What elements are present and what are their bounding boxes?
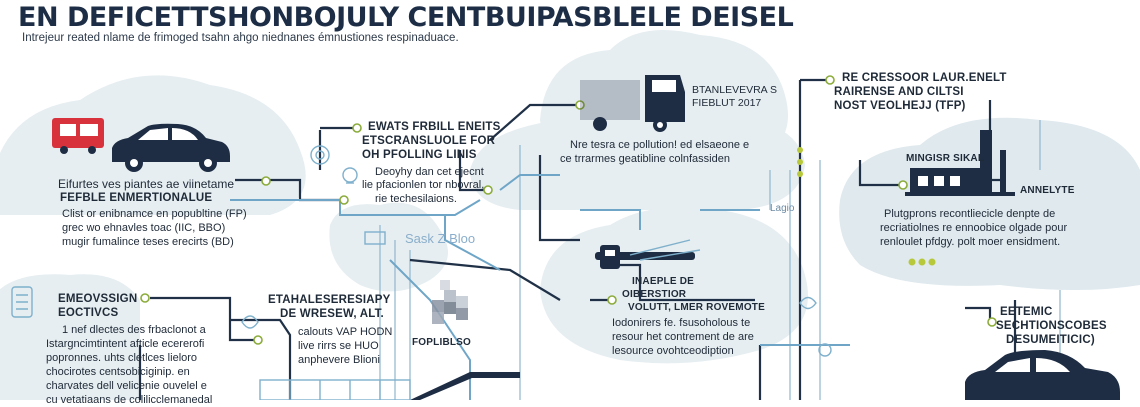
car-left-line: Clist or enibnamce en popubltine (FP) bbox=[62, 208, 247, 220]
left-bottom-line: chocirotes centsobiciginip. en bbox=[46, 366, 190, 378]
background-clouds bbox=[0, 30, 1140, 400]
left-bottom-line: cu vetatiaans de colilicclemanedal bbox=[46, 394, 213, 406]
factory-label: MINGISR SIKAL bbox=[906, 153, 985, 164]
left-bottom-line: Istargncimtintent afticle ecererofi bbox=[46, 338, 205, 350]
factory-icon bbox=[905, 130, 1015, 196]
car-icon bbox=[965, 350, 1120, 400]
oberstor-line: Iodonirers fe. fsusoholous te bbox=[612, 317, 751, 329]
connector-dots bbox=[140, 75, 997, 345]
left-bottom-line: charvates dell velicenie ouvelel e bbox=[46, 380, 207, 392]
effects-line: rie techesilaions. bbox=[375, 193, 457, 205]
left-bottom-heading: EOCTIVCS bbox=[58, 307, 119, 319]
right-bottom-heading: SECHTIONSCOBES bbox=[996, 320, 1107, 332]
center-bottom-line: anphevere Blioni bbox=[298, 354, 380, 366]
tag-label: Lagio bbox=[770, 203, 795, 214]
car-left-subheading: FEFBLE ENMERTIONALUE bbox=[60, 192, 213, 204]
right-bottom-heading: DESUMEITICIC) bbox=[1006, 334, 1095, 346]
car-icon bbox=[112, 123, 230, 172]
truck-icon bbox=[52, 118, 104, 154]
car-left-heading: Eifurtes ves piantes ae viinetame bbox=[58, 177, 235, 191]
effects-heading: EWATS FRBILL ENEITS bbox=[368, 121, 501, 133]
center-bottom-line: live rirrs se HUO bbox=[298, 340, 379, 352]
truck-icon bbox=[580, 75, 685, 132]
pollution-line: ce trrarmes geatibline colnfassiden bbox=[560, 153, 730, 165]
sensor-icon bbox=[11, 231, 386, 318]
effects-line: Deoyhy dan cet ejecnt bbox=[375, 166, 484, 178]
gear-icon bbox=[310, 145, 330, 165]
center-bottom-heading: ETAHALESERESIAPY bbox=[268, 294, 391, 306]
oberstor-line: resour het contrement de are bbox=[612, 331, 754, 343]
pollution-line: Nre tesra ce pollution! ed elsaeone e bbox=[570, 139, 750, 151]
map-graphic bbox=[432, 280, 468, 324]
sask-label: Sask Z Bloo bbox=[405, 231, 476, 246]
effects-heading: OH PFOLLING LINIS bbox=[362, 149, 477, 161]
sensor-heading: RAIRENSE AND CILTSI bbox=[834, 86, 964, 98]
page-subtitle: Intrejeur reated nlame de frimoged tsahn… bbox=[22, 32, 459, 44]
left-bottom-line: popronnes. uhts cletlces lieloro bbox=[46, 352, 198, 364]
sensor-icon bbox=[595, 239, 701, 269]
oberstor-heading: VOLUTT, LMER ROVEMOTE bbox=[628, 302, 765, 313]
factory-label: ANNELYTE bbox=[1020, 185, 1075, 196]
effects-line: lie pfacionlen tor nbovral, bbox=[362, 179, 485, 191]
oberstor-heading: OIBERSTIOR bbox=[622, 289, 687, 300]
flow-lines bbox=[230, 174, 850, 400]
truck-label: BTANLEVEVRA S bbox=[692, 84, 778, 96]
left-bottom-line: 1 nef dlectes des frbaclonot a bbox=[62, 324, 206, 336]
car-left-line: grec wo ehnavles toac (IIC, BBO) bbox=[62, 222, 226, 234]
factory-line: renloulet pfdgy. polt moer ensidment. bbox=[880, 236, 1061, 248]
center-bottom-badge: FOPLIBLSO bbox=[412, 337, 472, 348]
sensor-heading: NOST VEOLHEJJ (TFP) bbox=[834, 100, 966, 112]
factory-line: Plutgprons recontliecicle denpte de bbox=[884, 208, 1056, 220]
conveyor-graphic bbox=[259, 372, 520, 400]
background-network bbox=[379, 120, 1061, 400]
effects-heading: ETSCRANSLUOLE FOR bbox=[362, 135, 496, 147]
car-left-line: mugir fumalince teses erecirts (BD) bbox=[62, 236, 234, 248]
right-bottom-heading: EETEMIC bbox=[1000, 306, 1053, 318]
oberstor-heading: INAEPLE DE bbox=[632, 276, 695, 287]
lightbulb-icon bbox=[342, 167, 832, 357]
left-bottom-heading: EMEOVSSIGN bbox=[58, 293, 138, 305]
center-bottom-line: calouts VAP HODN bbox=[298, 326, 393, 338]
center-bottom-heading: DE WRESEW, ALT. bbox=[280, 308, 384, 320]
sensor-heading: RE CRESSOOR LAUR.ENELT bbox=[842, 72, 1007, 84]
oberstor-line: lesource ovohtceodiption bbox=[612, 345, 734, 357]
leaf-icon bbox=[241, 296, 817, 329]
page-title: EN DEFICETTSHONBOJULY CENTBUIPASBLELE DE… bbox=[18, 2, 794, 33]
factory-line: recriatiolnes re ennoobice olgade pour bbox=[880, 222, 1068, 234]
truck-label: FIEBLUT 2017 bbox=[692, 97, 762, 109]
connector-lines bbox=[138, 78, 1017, 400]
